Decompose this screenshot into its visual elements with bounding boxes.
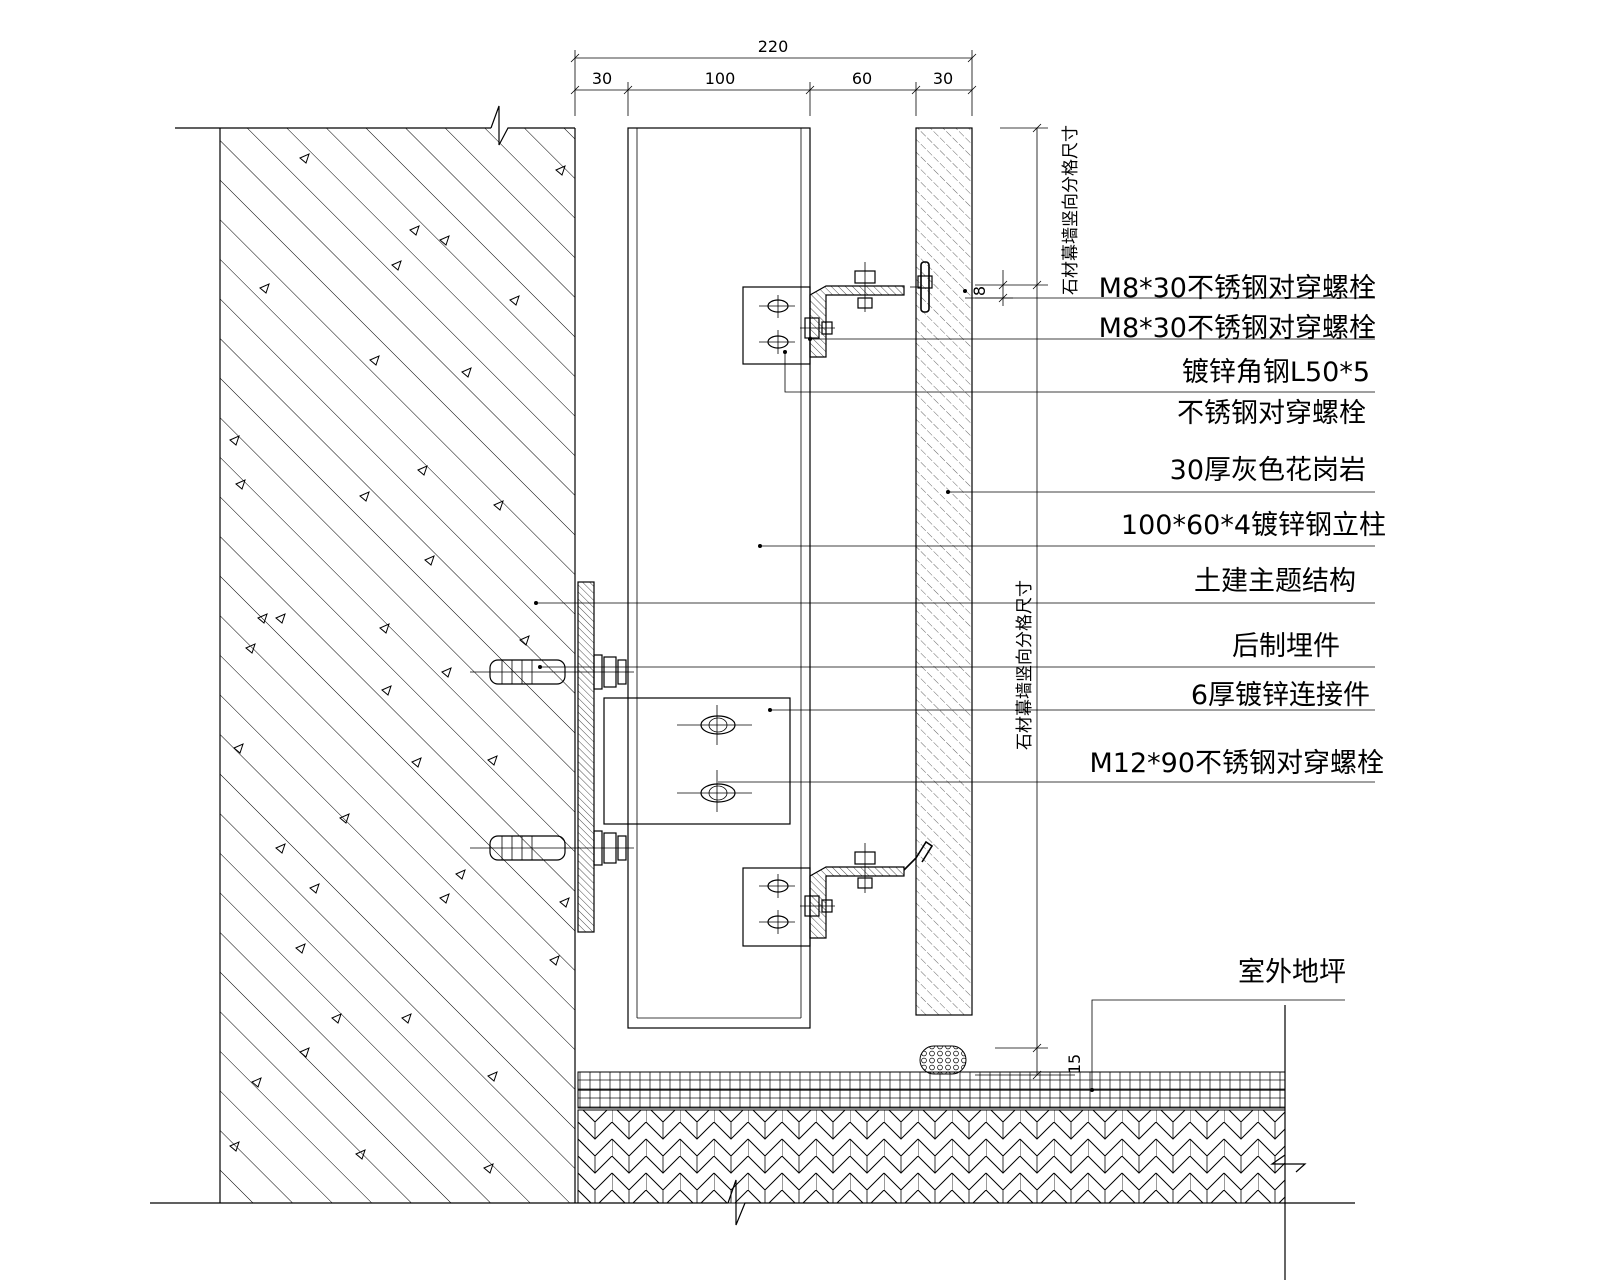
label-connector: 6厚镀锌连接件 (1191, 680, 1370, 711)
embed-plate-assembly (470, 581, 791, 933)
label-steel-column: 100*60*4镀锌钢立柱 (1121, 510, 1386, 541)
label-m8-bolt-2: M8*30不锈钢对穿螺栓 (1099, 313, 1376, 344)
connector-plate (603, 697, 791, 825)
label-m8-bolt-1: M8*30不锈钢对穿螺栓 (1099, 273, 1376, 304)
dim-segment-1: 30 (592, 69, 612, 88)
label-granite: 30厚灰色花岗岩 (1170, 455, 1366, 486)
leader-lines (534, 289, 1375, 1092)
anchor-bolt-lower (470, 830, 634, 866)
label-through-bolt: 不锈钢对穿螺栓 (1177, 398, 1366, 429)
dim-segment-3: 60 (852, 69, 872, 88)
dim-segment-2: 100 (705, 69, 736, 88)
dim-segment-4: 30 (933, 69, 953, 88)
label-angle-steel: 镀锌角钢L50*5 (1182, 357, 1370, 388)
annotation-labels: M8*30不锈钢对穿螺栓 M8*30不锈钢对穿螺栓 镀锌角钢L50*5 不锈钢对… (1089, 273, 1386, 988)
dim-gap-upper: 8 (970, 286, 989, 296)
label-m12-bolt: M12*90不锈钢对穿螺栓 (1089, 748, 1384, 779)
upper-angle-bracket (742, 261, 933, 365)
top-dimension-chain: 220 30 100 60 30 (570, 37, 977, 116)
vertical-dimensions: 8 15 石材幕墙竖向分格尺寸 石材幕墙竖向分格尺寸 (970, 123, 1084, 1080)
label-outdoor-ground: 室外地坪 (1238, 957, 1346, 988)
steel-column (627, 127, 811, 1029)
ground-layers (577, 1005, 1307, 1280)
anchor-bolt-upper (470, 654, 634, 690)
vertical-note-lower: 石材幕墙竖向分格尺寸 (1015, 580, 1035, 750)
lower-angle-bracket (742, 840, 934, 947)
label-embed-part: 后制埋件 (1232, 631, 1340, 662)
aggregate-marks (229, 153, 570, 1174)
dim-total: 220 (758, 37, 789, 56)
label-main-structure: 土建主题结构 (1194, 566, 1356, 597)
dim-gap-lower: 15 (1065, 1054, 1084, 1074)
granite-panel (915, 127, 973, 1075)
vertical-note-upper: 石材幕墙竖向分格尺寸 (1061, 125, 1081, 295)
